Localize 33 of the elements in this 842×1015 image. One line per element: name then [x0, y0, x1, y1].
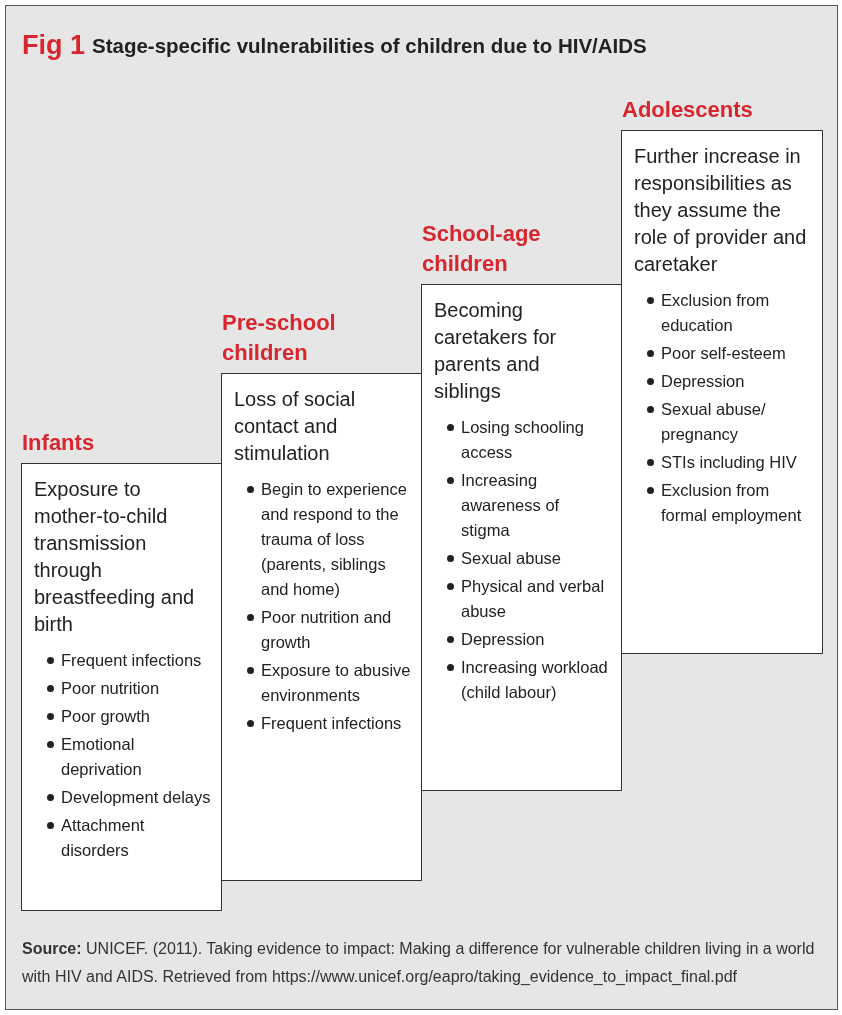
figure-number: Fig 1	[22, 30, 85, 61]
stage-label: Adolescents	[622, 96, 754, 124]
figure-title: Stage-specific vulnerabilities of children due to HIV/AIDS	[92, 34, 647, 58]
bullet-item: Sexual abuse/ pregnancy	[646, 397, 812, 447]
bullet-item: Losing schooling access	[446, 415, 611, 465]
stage-heading: Further increase in responsibilities as they assume the role of provider and caretaker	[634, 144, 808, 277]
bullet-item: Emotional deprivation	[46, 732, 211, 782]
source-note: Source: UNICEF. (2011). Taking evidence to impact: Making a difference for vulnerable children living in a world with HIV and AIDS. Retrieved from https://www.unicef.org/eapro/taking_evidence_to_impact_final.pdf	[22, 939, 816, 987]
bullet-item: Frequent infections	[246, 711, 411, 736]
bullet-item: Poor self-esteem	[646, 341, 812, 366]
bullet-item: Increasing workload (child labour)	[446, 655, 611, 705]
bullet-item: Poor nutrition and growth	[246, 605, 411, 655]
bullet-item: Attachment disorders	[46, 813, 211, 863]
bullet-item: Physical and verbal abuse	[446, 574, 611, 624]
bullet-item: STIs including HIV	[646, 450, 812, 475]
bullet-item: Exclusion from education	[646, 288, 812, 338]
bullet-item: Depression	[446, 627, 611, 652]
stage-heading: Becoming caretakers for parents and siblings	[434, 298, 558, 404]
bullet-item: Increasing awareness of stigma	[446, 468, 611, 543]
bullet-item: Poor nutrition	[46, 676, 211, 701]
stage-label: School-age children	[422, 220, 542, 278]
bullet-item: Development delays	[46, 785, 211, 810]
bullet-item: Exclusion from formal employment	[646, 478, 812, 528]
stage-label: Pre-school children	[222, 309, 337, 367]
stage-heading: Exposure to mother-to-child transmission through breastfeeding and birth	[34, 477, 196, 637]
bullet-item: Sexual abuse	[446, 546, 611, 571]
stage-heading: Loss of social contact and stimulation	[234, 387, 357, 466]
bullet-item: Frequent infections	[46, 648, 211, 673]
bullet-item: Depression	[646, 369, 812, 394]
bullet-item: Exposure to abusive environments	[246, 658, 411, 708]
bullet-item: Poor growth	[46, 704, 211, 729]
stage-label: Infants	[22, 429, 96, 457]
bullet-item: Begin to experience and respond to the trauma of loss (parents, siblings and home)	[246, 477, 411, 602]
